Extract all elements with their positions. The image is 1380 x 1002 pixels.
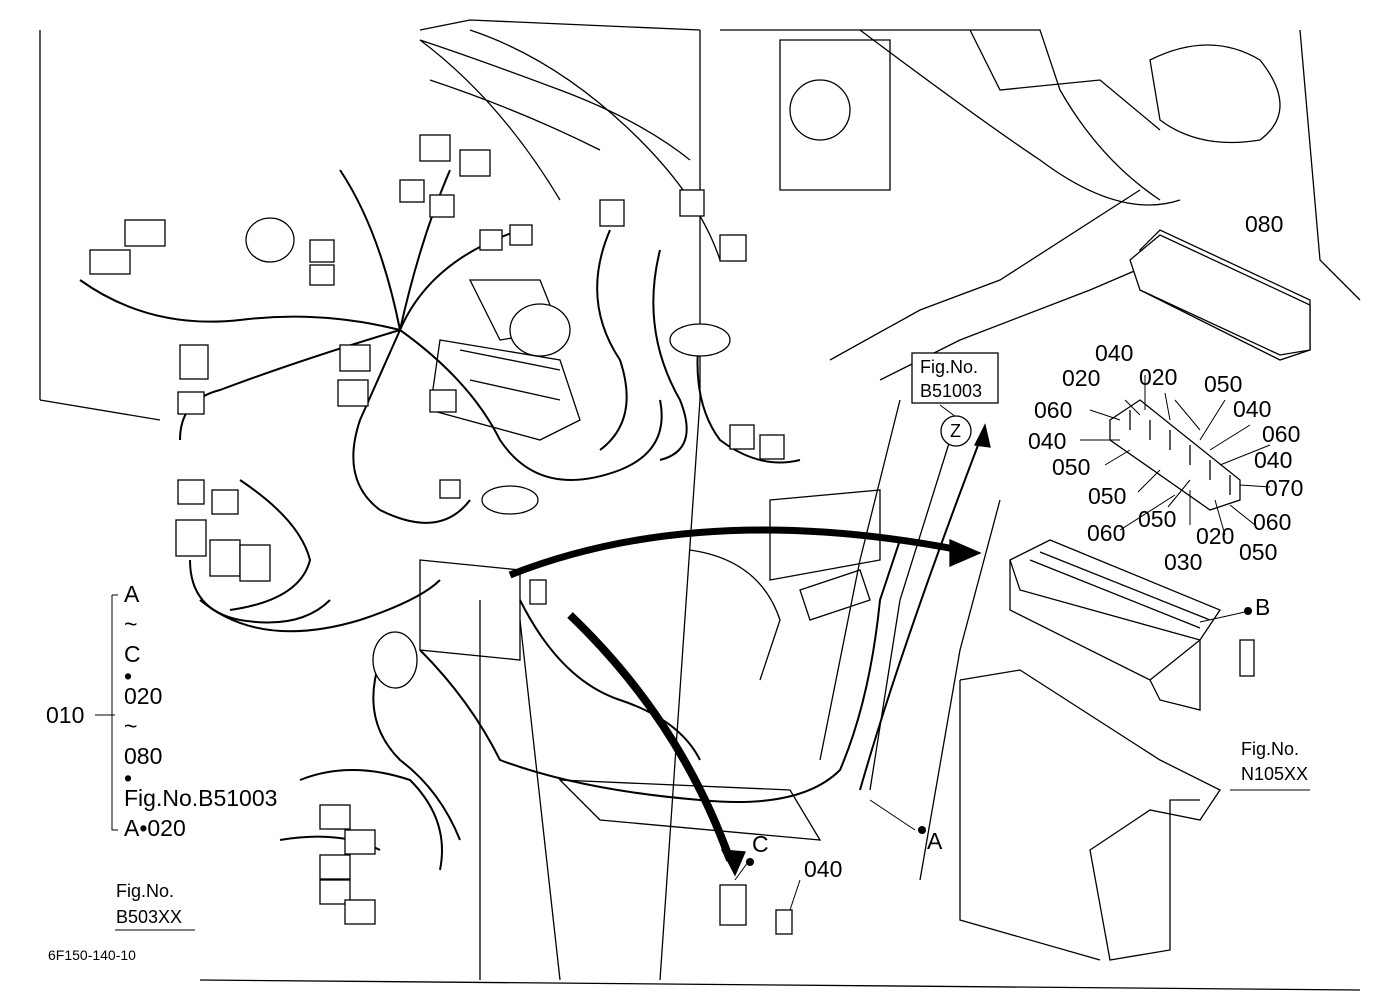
part-label-070: 070 [1265, 475, 1304, 501]
range-stack-line: • [124, 765, 133, 791]
label-c: C [752, 831, 769, 857]
part-label-020: 020 [1196, 523, 1235, 549]
part-label-030: 030 [1164, 549, 1203, 575]
drawing-code: 6F150-140-10 [48, 947, 136, 963]
figure-ref-b503xx-title: Fig.No. [116, 881, 175, 901]
connectors [89, 79, 851, 935]
part-label-010: 010 [46, 702, 85, 728]
label-b: B [1255, 594, 1271, 620]
leader-lines [95, 375, 1310, 931]
range-stack-010: A ~ C • 020 ~ 080 • Fig.No.B51003 A•020 [124, 583, 277, 847]
part-label-040: 040 [1095, 340, 1134, 366]
part-label-080: 080 [1245, 211, 1284, 237]
part-label-020: 020 [1139, 364, 1178, 390]
part-label-040: 040 [804, 856, 843, 882]
figure-ref-b503xx-number: B503XX [116, 907, 183, 927]
label-a: A [927, 828, 943, 854]
callout-arrows [508, 423, 991, 877]
part-label-040: 040 [1028, 428, 1067, 454]
range-stack-line: 080 [124, 743, 163, 769]
part-label-060: 060 [1087, 520, 1126, 546]
harness-wires [79, 169, 901, 871]
figure-ref-box [911, 352, 999, 404]
instrument-panel [419, 39, 691, 661]
part-label-060: 060 [1253, 509, 1292, 535]
range-stack-line: A [124, 581, 140, 607]
part-label-050: 050 [1239, 539, 1278, 565]
part-label-050: 050 [1052, 454, 1091, 480]
figure-ref-n105xx-title: Fig.No. [1241, 739, 1300, 759]
part-label-020: 020 [1062, 365, 1101, 391]
component-080 [1129, 234, 1311, 356]
view-marker-circle [940, 415, 972, 447]
figure-ref-b51003-number: B51003 [920, 381, 983, 401]
callout-dots [746, 607, 1252, 866]
view-marker-z: Z [950, 421, 961, 441]
range-stack-line: ~ [124, 713, 138, 739]
part-label-050: 050 [1138, 506, 1177, 532]
fuse-pack [1109, 399, 1241, 511]
part-label-060: 060 [1262, 421, 1301, 447]
range-stack-line: • [124, 663, 133, 689]
part-label-050: 050 [1088, 483, 1127, 509]
range-stack-line: 020 [124, 683, 163, 709]
range-stack-line: ~ [124, 611, 138, 637]
part-label-050: 050 [1204, 371, 1243, 397]
range-stack-line: Fig.No.B51003 [124, 785, 278, 811]
part-label-040: 040 [1233, 396, 1272, 422]
range-stack-line: C [124, 641, 141, 667]
part-label-060: 060 [1034, 397, 1073, 423]
part-label-040: 040 [1254, 447, 1293, 473]
fuse-box [959, 539, 1255, 961]
figure-ref-b51003-title: Fig.No. [920, 357, 979, 377]
range-stack-line: A•020 [124, 815, 186, 841]
figure-ref-n105xx-number: N105XX [1241, 764, 1309, 784]
